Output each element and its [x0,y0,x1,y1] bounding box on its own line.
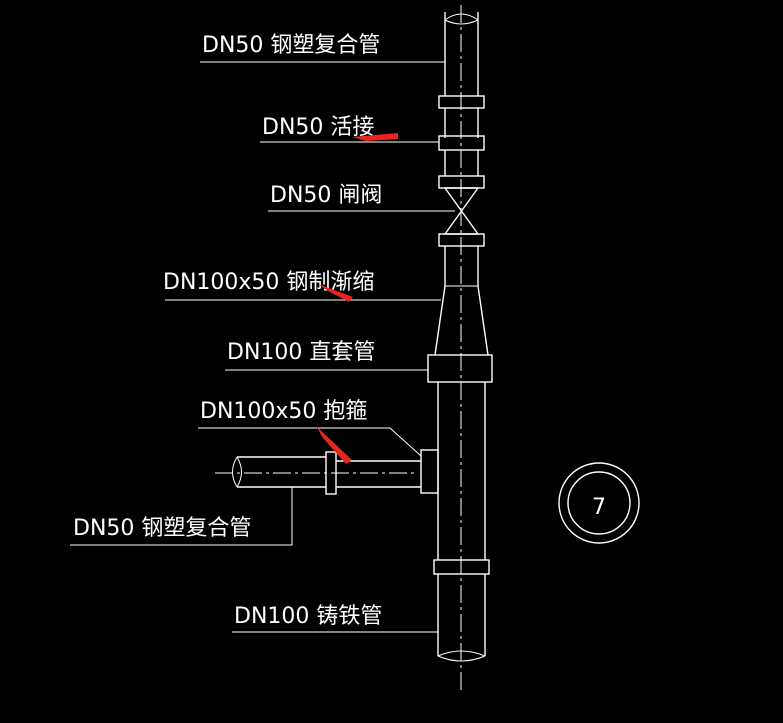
label-sleeve: DN100 直套管 [227,340,375,365]
top-pipe [444,12,479,96]
label-union: DN50 活接 [262,115,374,140]
saddle-clamp [420,449,439,494]
label-pipe-top: DN50 钢塑复合管 [202,33,380,58]
leader-lines [70,61,455,633]
label-cast-iron: DN100 铸铁管 [234,604,382,629]
branch-pipe [215,451,421,495]
detail-number-marker: 7 [558,462,640,544]
detail-number: 7 [592,495,606,520]
label-saddle: DN100x50 抱箍 [200,399,367,424]
label-reducer: DN100x50 钢制渐缩 [163,270,374,295]
label-pipe-branch: DN50 钢塑复合管 [73,516,251,541]
reducer [434,285,489,356]
label-gate-valve: DN50 闸阀 [270,183,382,208]
sleeve [427,354,493,383]
arrow-union [352,133,398,141]
arrow-reducer [318,284,353,302]
arrow-saddle [316,426,352,464]
